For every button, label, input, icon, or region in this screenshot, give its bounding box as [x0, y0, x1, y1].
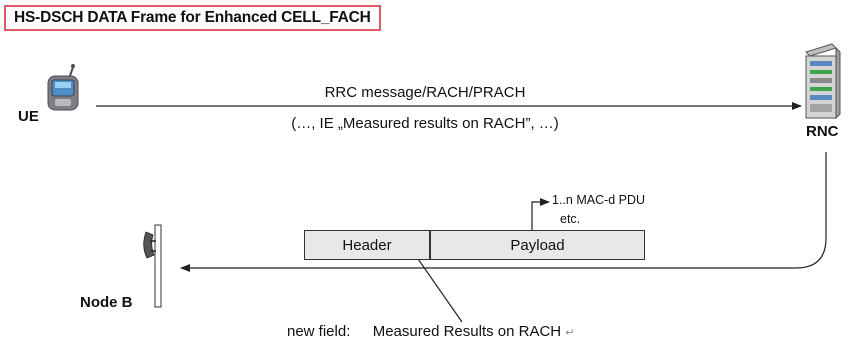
- payload-field-label: Payload: [510, 236, 565, 254]
- rnc-rack-icon: [805, 43, 841, 120]
- new-field-label: new field:: [287, 323, 351, 340]
- ue-phone-icon: [47, 64, 79, 111]
- header-field-label: Header: [342, 236, 392, 254]
- ue-label: UE: [18, 108, 39, 125]
- rnc-to-nodeb-arrow: [180, 152, 827, 272]
- new-field-text: Measured Results on RACH: [372, 323, 562, 340]
- new-field-note: new field: Measured Results on RACH ↵: [287, 323, 575, 340]
- payload-note-arrow: [531, 198, 550, 232]
- message-line-2: (…, IE „Measured results on RACH”, …): [291, 115, 559, 132]
- header-field: Header: [304, 230, 430, 260]
- payload-note-line-1: 1..n MAC-d PDU: [552, 193, 646, 207]
- payload-note-line-2: etc.: [560, 212, 581, 226]
- message-line-1: RRC message/RACH/PRACH: [324, 84, 526, 101]
- nodeb-antenna-icon: [143, 224, 162, 308]
- payload-field: Payload: [430, 230, 645, 260]
- rnc-label: RNC: [806, 123, 839, 140]
- nodeb-label: Node B: [80, 294, 133, 311]
- diagram-title: HS-DSCH DATA Frame for Enhanced CELL_FAC…: [4, 5, 381, 31]
- paragraph-mark: ↵: [565, 327, 575, 339]
